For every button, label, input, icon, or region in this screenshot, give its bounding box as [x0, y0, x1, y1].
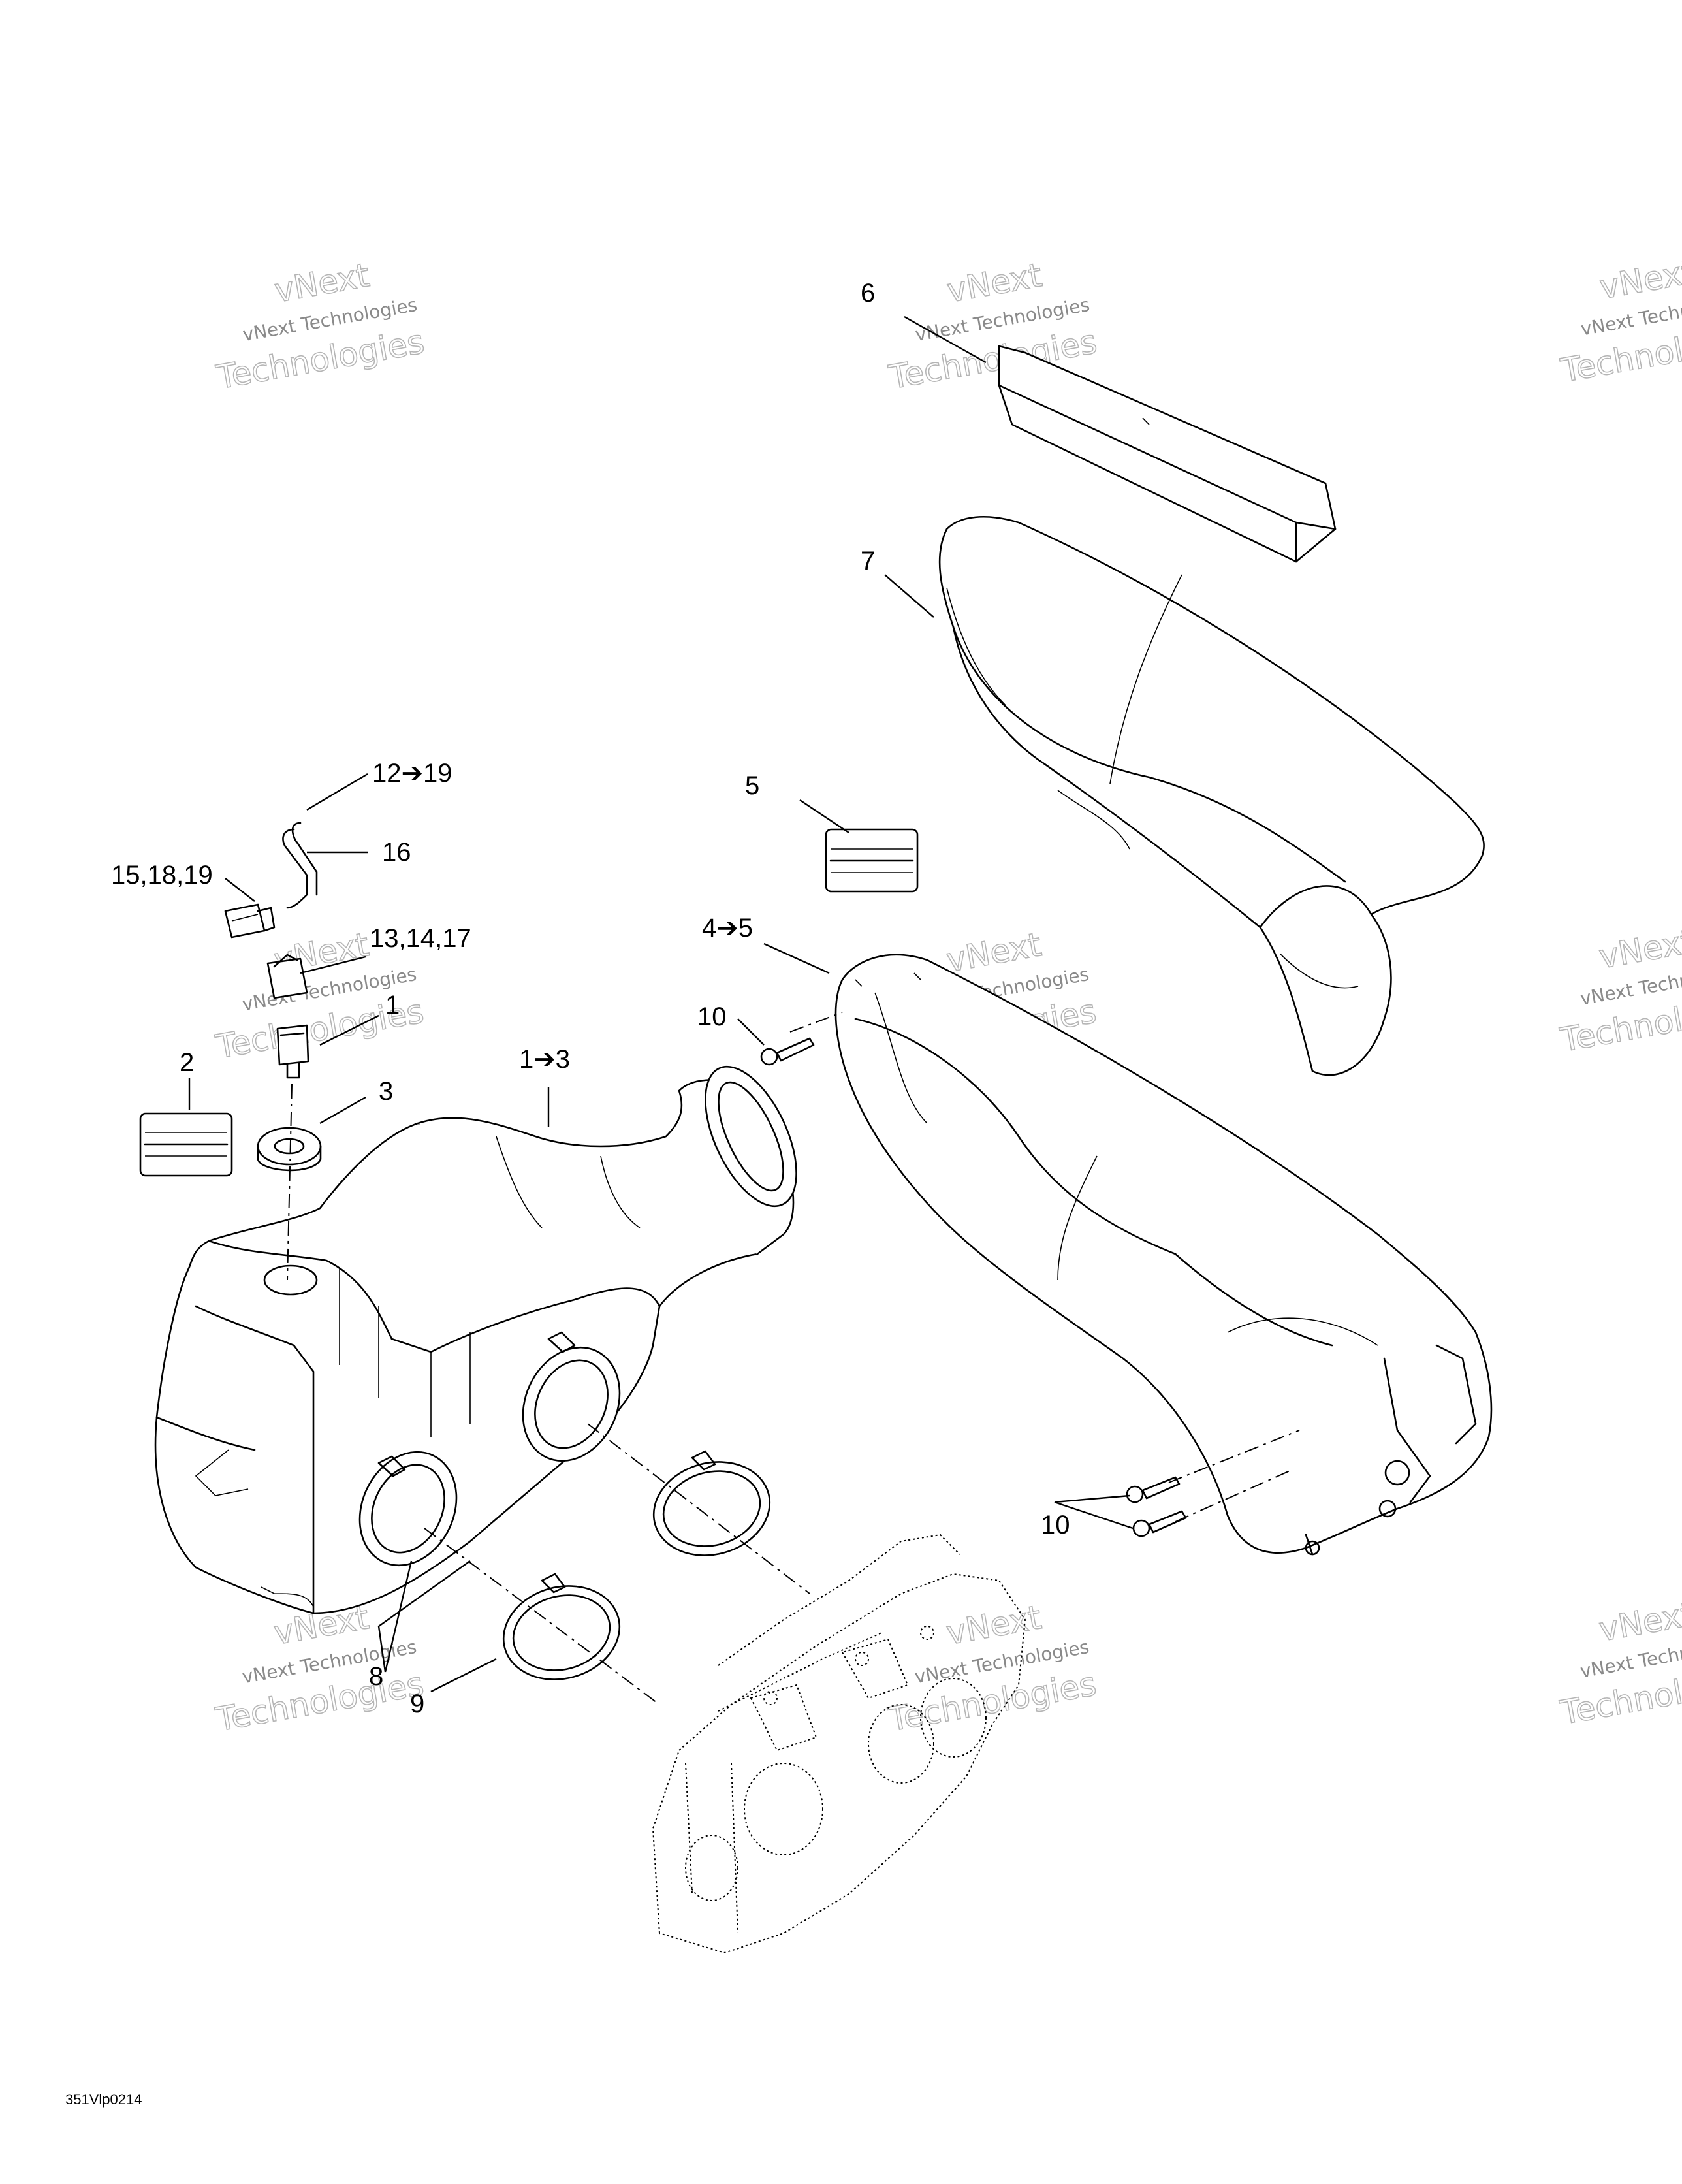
part-1-air-box — [154, 1065, 797, 1614]
part-4-air-box-cover — [834, 954, 1493, 1556]
part-5-decal — [825, 828, 919, 893]
watermark-top-right: vNext vNext Technologies Technologies — [1557, 252, 1682, 390]
svg-text:vNext: vNext — [1596, 922, 1682, 976]
part-9-clamp-lower — [502, 1573, 621, 1680]
figure-code: 351Vlp0214 — [65, 2091, 142, 2108]
callout-13-14-17: 13,14,17 — [370, 924, 471, 953]
part-2-decal — [139, 1112, 233, 1177]
callout-6: 6 — [861, 279, 875, 308]
watermark-mid-right: vNext vNext Technologies Technologies — [1557, 922, 1682, 1059]
callout-5: 5 — [745, 771, 759, 800]
callout-10-top: 10 — [697, 1003, 727, 1031]
callout-15-18-19: 15,18,19 — [111, 861, 213, 890]
engine-reference-outline — [652, 1534, 1026, 1954]
callout-10-lower: 10 — [1041, 1511, 1070, 1539]
callout-1: 1 — [385, 991, 400, 1020]
watermark-top-left: vNext vNext Technologies Technologies — [213, 255, 428, 397]
callout-16: 16 — [382, 838, 411, 867]
svg-text:vNext: vNext — [944, 256, 1045, 310]
callout-3: 3 — [379, 1077, 393, 1106]
part-3-grommet — [257, 1127, 322, 1172]
svg-text:vNext: vNext — [1597, 253, 1682, 306]
sensor-assembly — [224, 822, 318, 1281]
leader-lines — [188, 315, 1134, 1693]
callout-8: 8 — [369, 1662, 383, 1691]
callout-7: 7 — [861, 547, 875, 575]
svg-text:vNext: vNext — [272, 256, 372, 310]
callout-1-to-3: 1➔3 — [519, 1045, 570, 1074]
part-10-screw-top — [760, 1037, 815, 1066]
part-10-screw-lower-2 — [1132, 1510, 1187, 1537]
callout-12-to-19: 12➔19 — [372, 759, 452, 788]
svg-text:vNext: vNext — [1596, 1595, 1682, 1648]
part-6-foam-strip — [998, 345, 1337, 563]
callout-9: 9 — [410, 1690, 424, 1718]
svg-text:vNext: vNext — [944, 1598, 1044, 1652]
part-7-upper-cover — [938, 516, 1485, 1076]
part-9-clamp-upper — [652, 1450, 771, 1556]
assembly-center-lines — [424, 1012, 1300, 1705]
callout-4-to-5: 4➔5 — [702, 914, 753, 942]
callout-2: 2 — [180, 1048, 194, 1077]
watermark-low-right: vNext vNext Technologies Technologies — [1557, 1594, 1682, 1732]
svg-text:vNext: vNext — [944, 925, 1044, 979]
